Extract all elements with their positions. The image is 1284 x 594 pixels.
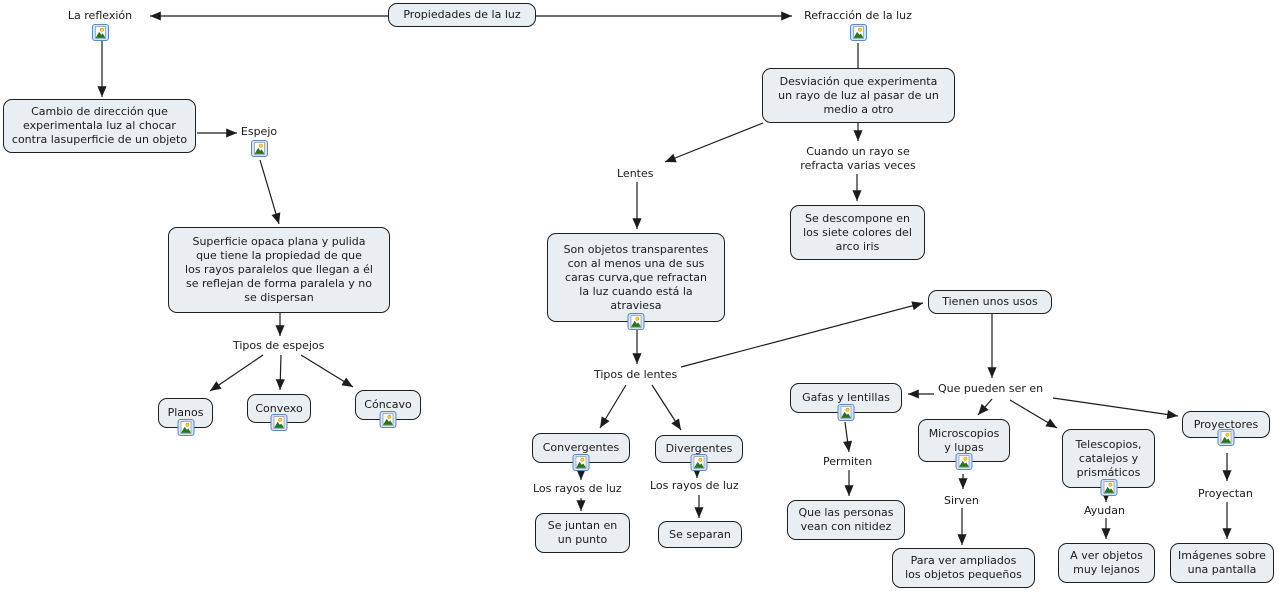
concept-label: Cambio de dirección que experimentala lu… — [11, 105, 188, 146]
concept-label: Son objetos transparentes con al menos u… — [563, 242, 709, 312]
linking-los-rayos-de-luz-convergentes[interactable]: Los rayos de luz — [533, 482, 622, 495]
linking-tipos-de-lentes[interactable]: Tipos de lentes — [594, 368, 678, 381]
concept-tienen-unos-usos[interactable]: Tienen unos usos — [928, 290, 1052, 314]
concept-convexo[interactable]: Convexo — [247, 394, 311, 431]
concept-label: Planos — [167, 406, 204, 419]
linking-los-rayos-de-luz-divergentes[interactable]: Los rayos de luz — [650, 479, 739, 492]
linking-sirven[interactable]: Sirven — [944, 494, 979, 507]
image-resource-icon[interactable] — [379, 411, 397, 428]
concept-se-separan[interactable]: Se separan — [658, 521, 742, 548]
image-resource-icon[interactable] — [91, 24, 109, 41]
concept-desviacion[interactable]: Desviación que experimenta un rayo de lu… — [762, 68, 955, 123]
image-resource-icon[interactable] — [1100, 479, 1117, 496]
concept-vean-con-nitidez[interactable]: Que las personas vean con nitidez — [787, 500, 905, 540]
concept-label: Superficie opaca plana y pulida que tien… — [185, 235, 373, 304]
concept-imagenes-pantalla[interactable]: Imágenes sobre una pantalla — [1170, 543, 1274, 583]
concept-proyectores[interactable]: Proyectores — [1182, 411, 1270, 446]
concept-label: A ver objetos muy lejanos — [1070, 549, 1143, 576]
linking-que-pueden-ser-en[interactable]: Que pueden ser en — [938, 382, 1044, 395]
image-resource-icon[interactable] — [1217, 429, 1235, 446]
concept-label: Cóncavo — [364, 398, 412, 411]
image-resource-icon[interactable] — [690, 454, 708, 471]
concept-planos[interactable]: Planos — [158, 398, 213, 436]
concept-se-descompone[interactable]: Se descompone en los siete colores del a… — [790, 205, 925, 260]
linking-ayudan[interactable]: Ayudan — [1084, 504, 1125, 517]
image-resource-icon[interactable] — [270, 414, 288, 431]
concept-label: Divergentes — [665, 442, 733, 455]
image-resource-icon[interactable] — [177, 419, 194, 436]
image-resource-icon[interactable] — [849, 24, 867, 41]
concept-label: Convergentes — [542, 441, 620, 454]
linking-cuando-un-rayo[interactable]: Cuando un rayo se refracta varias veces — [800, 145, 916, 172]
concept-superficie-opaca[interactable]: Superficie opaca plana y pulida que tien… — [168, 227, 390, 313]
concept-label: Microscopios y lupas — [928, 426, 1000, 454]
image-resource-icon[interactable] — [250, 140, 268, 157]
concept-label: Se juntan en un punto — [547, 519, 618, 546]
image-resource-icon[interactable] — [627, 313, 645, 330]
linking-permiten[interactable]: Permiten — [823, 455, 873, 468]
linking-label: Espejo — [240, 125, 278, 138]
concept-propiedades-de-la-luz[interactable]: Propiedades de la luz — [388, 3, 536, 27]
image-resource-icon[interactable] — [837, 404, 855, 421]
concept-label: Imágenes sobre una pantalla — [1178, 549, 1266, 576]
linking-espejo[interactable]: Espejo — [237, 125, 281, 157]
concept-label: Se separan — [669, 527, 731, 541]
concept-label: Para ver ampliados los objetos pequeños — [905, 554, 1022, 581]
concept-label: Desviación que experimenta un rayo de lu… — [778, 74, 939, 116]
concept-gafas-y-lentillas[interactable]: Gafas y lentillas — [790, 383, 902, 421]
linking-tipos-de-espejos[interactable]: Tipos de espejos — [233, 339, 325, 352]
concept-label: Convexo — [255, 401, 303, 415]
linking-refraccion[interactable]: Refracción de la luz — [795, 9, 921, 41]
concept-label: Tienen unos usos — [942, 295, 1038, 308]
concept-label: Que las personas vean con nitidez — [798, 506, 894, 533]
image-resource-icon[interactable] — [955, 453, 973, 470]
concept-son-objetos-transparentes[interactable]: Son objetos transparentes con al menos u… — [547, 233, 725, 330]
concept-telescopios[interactable]: Telescopios, catalejos y prismáticos — [1062, 429, 1155, 496]
linking-label: La reflexión — [67, 9, 133, 22]
concept-microscopios-y-lupas[interactable]: Microscopios y lupas — [918, 419, 1010, 470]
concept-divergentes[interactable]: Divergentes — [655, 435, 743, 471]
concept-ver-ampliados[interactable]: Para ver ampliados los objetos pequeños — [892, 548, 1035, 588]
concept-label: Se descompone en los siete colores del a… — [803, 211, 912, 253]
concept-label: Telescopios, catalejos y prismáticos — [1075, 437, 1142, 479]
linking-la-reflexion[interactable]: La reflexión — [58, 9, 142, 41]
concept-se-juntan[interactable]: Se juntan en un punto — [535, 513, 630, 553]
image-resource-icon[interactable] — [572, 454, 590, 471]
linking-lentes[interactable]: Lentes — [617, 167, 654, 180]
linking-label: Refracción de la luz — [804, 9, 912, 22]
linking-proyectan[interactable]: Proyectan — [1198, 487, 1253, 500]
concept-label: Gafas y lentillas — [802, 391, 890, 404]
concept-label: Propiedades de la luz — [403, 8, 521, 21]
concept-convergentes[interactable]: Convergentes — [532, 433, 630, 471]
concept-label: Proyectores — [1193, 417, 1259, 431]
concept-concavo[interactable]: Cóncavo — [355, 390, 421, 428]
concept-cambio-de-direccion[interactable]: Cambio de dirección que experimentala lu… — [3, 99, 196, 153]
concept-objetos-lejanos[interactable]: A ver objetos muy lejanos — [1058, 543, 1155, 583]
